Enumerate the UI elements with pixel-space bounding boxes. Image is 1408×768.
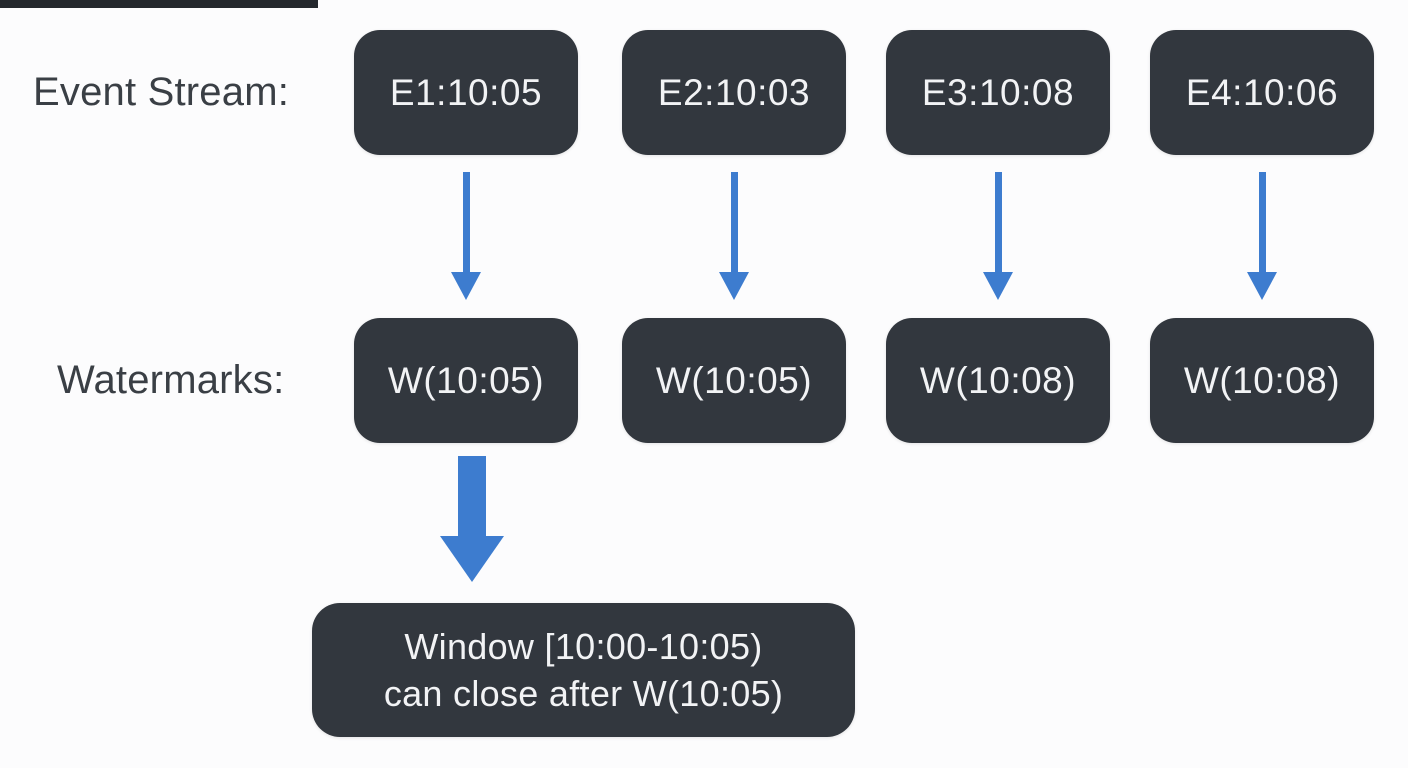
- window-close-note: Window [10:00-10:05) can close after W(1…: [312, 603, 855, 737]
- arrow-shaft: [730, 172, 738, 272]
- watermark-node-3: W(10:08): [886, 318, 1110, 443]
- watermark-node-4-label: W(10:08): [1183, 359, 1341, 401]
- event-node-e4: E4:10:06: [1150, 30, 1374, 155]
- watermark-node-4: W(10:08): [1150, 318, 1374, 443]
- event-node-e3-label: E3:10:08: [921, 71, 1075, 113]
- arrow-head: [451, 272, 481, 300]
- event-node-e1-label: E1:10:05: [389, 71, 543, 113]
- event-node-e2: E2:10:03: [622, 30, 846, 155]
- watermark-node-2: W(10:05): [622, 318, 846, 443]
- top-edge-artifact-bar: [0, 0, 318, 8]
- arrow-head: [719, 272, 749, 300]
- arrow-head: [1247, 272, 1277, 300]
- event-node-e1: E1:10:05: [354, 30, 578, 155]
- event-node-e3: E3:10:08: [886, 30, 1110, 155]
- arrow-shaft: [458, 456, 486, 536]
- arrow-head: [983, 272, 1013, 300]
- arrow-shaft: [1258, 172, 1266, 272]
- thick-down-arrow-icon: [440, 456, 504, 582]
- arrow-shaft: [462, 172, 470, 272]
- event-node-e2-label: E2:10:03: [657, 71, 811, 113]
- window-close-note-line2: can close after W(10:05): [383, 673, 784, 714]
- down-arrow-icon: [983, 172, 1013, 300]
- down-arrow-icon: [1247, 172, 1277, 300]
- down-arrow-icon: [451, 172, 481, 300]
- watermark-node-1: W(10:05): [354, 318, 578, 443]
- watermarks-label: Watermarks:: [57, 358, 285, 402]
- arrow-shaft: [994, 172, 1002, 272]
- watermark-node-1-label: W(10:05): [387, 359, 545, 401]
- window-close-note-line1: Window [10:00-10:05): [404, 626, 763, 667]
- arrow-head: [440, 536, 504, 582]
- watermark-node-3-label: W(10:08): [919, 359, 1077, 401]
- event-stream-label: Event Stream:: [33, 70, 290, 114]
- down-arrow-icon: [719, 172, 749, 300]
- event-node-e4-label: E4:10:06: [1185, 71, 1339, 113]
- watermark-node-2-label: W(10:05): [655, 359, 813, 401]
